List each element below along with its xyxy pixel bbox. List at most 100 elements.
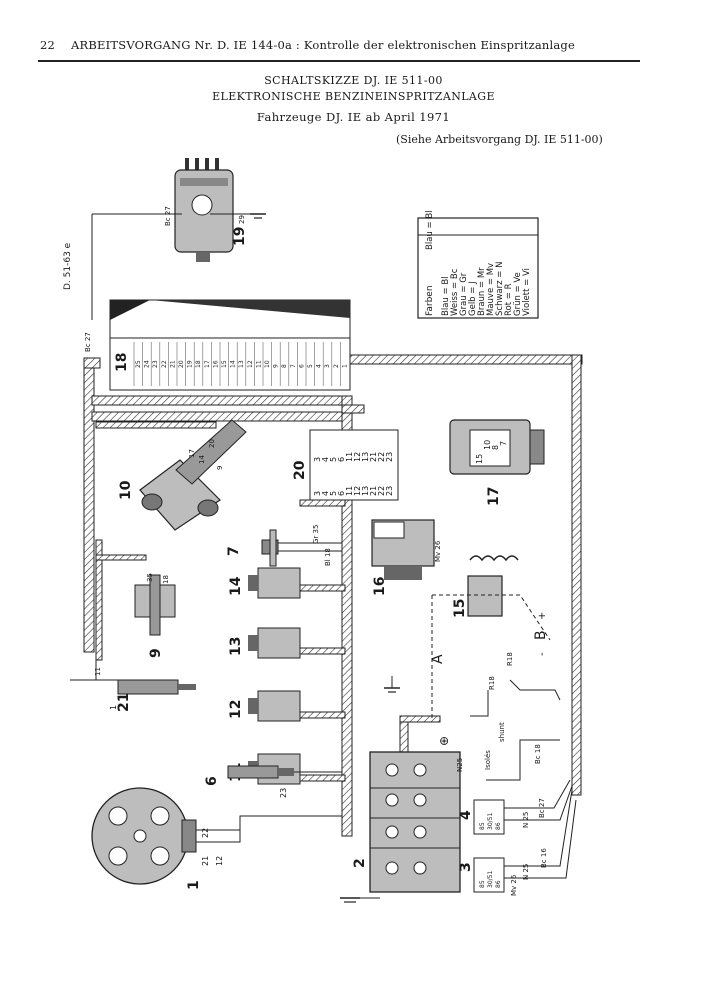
- connector-18-pin-label: 7: [290, 364, 297, 368]
- wire-label: N25: [456, 758, 464, 772]
- wire-label: Isolés: [484, 750, 492, 770]
- vehicle-scope: Fahrzeuge DJ. IE ab April 1971: [256, 110, 451, 124]
- component-21: 21 11: [94, 660, 196, 712]
- wire-label: N 25: [522, 864, 530, 880]
- wire-label: R18: [488, 676, 496, 690]
- component-label: 18: [114, 353, 130, 372]
- connector-20-pin-label: 3: [313, 457, 322, 462]
- connector-18-pin-label: 19: [187, 360, 194, 368]
- component-label: 4: [458, 810, 474, 820]
- connector-18-pin-label: 10: [264, 360, 271, 368]
- connector-18-pin-label: 13: [238, 360, 245, 368]
- connector-18-pin-label: 12: [247, 360, 254, 368]
- connector-20-pin-label: 5: [329, 491, 338, 496]
- relay-term: 85: [479, 822, 486, 830]
- diagram-title: SCHALTSKIZZE DJ. IE 511-00: [264, 74, 443, 87]
- marker-minus: -: [537, 652, 548, 656]
- connector-20-pin-label: 5: [329, 457, 338, 462]
- legend-row: Blau = Bl: [441, 276, 451, 316]
- connector-20-pin-label: 22: [377, 452, 386, 462]
- relay-wiring: [486, 739, 577, 879]
- connector-18-pin-label: 2: [333, 364, 340, 368]
- wire-label: Bc 27: [164, 206, 172, 226]
- connector-18-pin-label: 24: [144, 360, 151, 368]
- component-label: 6: [204, 776, 220, 786]
- connector-20-pin-label: 11: [345, 452, 354, 462]
- wire-label: 22: [201, 828, 210, 838]
- component-label: 9: [148, 648, 164, 658]
- pin-label: 10: [483, 440, 492, 450]
- wire-label: Bl 18: [324, 548, 332, 566]
- connector-18-pin-label: 16: [212, 360, 219, 368]
- page-header: 22 ARBEITSVORGANG Nr. D. IE 144-0a : Kont…: [40, 38, 575, 52]
- pin-label: 15: [475, 454, 484, 464]
- connector-18-pin-label: 8: [281, 364, 288, 368]
- wire-label: N 25: [522, 812, 530, 828]
- connector-20-pin-label: 4: [321, 491, 330, 496]
- component-label: 14: [228, 576, 244, 596]
- wire-label: 11: [94, 667, 102, 676]
- wire-label: 23: [279, 788, 288, 798]
- component-3: 3 85 30/51 86: [458, 857, 505, 893]
- marker-b: B: [533, 630, 549, 640]
- relay-term: 30/51: [487, 871, 494, 888]
- connector-18-pin-label: 1: [341, 364, 348, 368]
- injector-cap: [248, 575, 258, 591]
- relay-term: 30/51: [487, 813, 494, 830]
- injector-body: [257, 567, 301, 599]
- injector-cap: [248, 698, 258, 714]
- connector-20-pin-label: 11: [345, 486, 354, 496]
- legend-row: Braun = Mr: [477, 267, 487, 316]
- component-10: 10 17 14 20 9: [118, 419, 247, 531]
- relay-term: 86: [495, 880, 502, 888]
- relay-term: 86: [495, 822, 502, 830]
- connector-18-pin-label: 5: [307, 364, 314, 368]
- connector-20-pin-label: 6: [337, 457, 346, 462]
- component-label: 21: [116, 693, 132, 712]
- legend-row: Blau = Bl: [425, 210, 435, 250]
- pin-label: 17: [188, 449, 196, 458]
- component-label: 3: [458, 862, 474, 872]
- wire-label: 1: [109, 705, 118, 710]
- component-1: 1 21 22 12: [91, 787, 224, 890]
- side-code: D. 51-63 e: [63, 242, 73, 290]
- pin-label: 14: [198, 455, 206, 464]
- connector-20-pin-label: 21: [369, 486, 378, 496]
- component-20: 20: [292, 429, 399, 501]
- color-legend: Farben Blau = Bl: [417, 210, 539, 319]
- connector-20-pin-label: 12: [353, 452, 362, 462]
- pin-label: 8: [491, 445, 500, 450]
- component-19: 19: [174, 158, 248, 262]
- component-4: 4 85 30/51 86: [458, 799, 505, 835]
- component-15: 15 Mv 26: [434, 540, 519, 618]
- legend-row: Weiss = Bc: [450, 268, 460, 316]
- wire-label: 12: [215, 856, 224, 866]
- connector-20-pin-label: 13: [361, 452, 370, 462]
- connector-18-pin-label: 9: [273, 364, 280, 368]
- marker-a: A: [430, 654, 446, 664]
- connector-20-pin-label: 13: [361, 486, 370, 496]
- component-17: 17 15 10 8 7: [449, 419, 545, 506]
- legend-row: Rot = R: [504, 283, 514, 316]
- legend-row: Grau = Gr: [459, 272, 469, 316]
- connector-20-pin-label: 21: [369, 452, 378, 462]
- component-16: 16: [371, 519, 435, 596]
- connector-18-pin-label: 15: [221, 360, 228, 368]
- connector-18-pin-label: 22: [161, 360, 168, 368]
- connector-18-pin-label: 11: [255, 360, 262, 368]
- connector-18-pin-label: 17: [204, 360, 211, 368]
- component-label: 20: [292, 460, 308, 480]
- page-number: 22: [40, 38, 56, 52]
- pin-label: 20: [208, 439, 216, 448]
- connector-20-pin-label: 4: [321, 457, 330, 462]
- legend-row: Violett = Vi: [522, 268, 532, 316]
- legend-row: Grün = Ve: [513, 272, 523, 316]
- operation-title: ARBEITSVORGANG Nr. D. IE 144-0a : Kontro…: [71, 38, 576, 52]
- connector-18-pin-label: 4: [316, 364, 323, 368]
- component-6: 6 23: [204, 765, 294, 798]
- component-7: 7 Gr 35 Bl 18: [226, 525, 332, 567]
- component-label: 19: [232, 227, 248, 246]
- connector-20-pin-label: 23: [385, 452, 394, 462]
